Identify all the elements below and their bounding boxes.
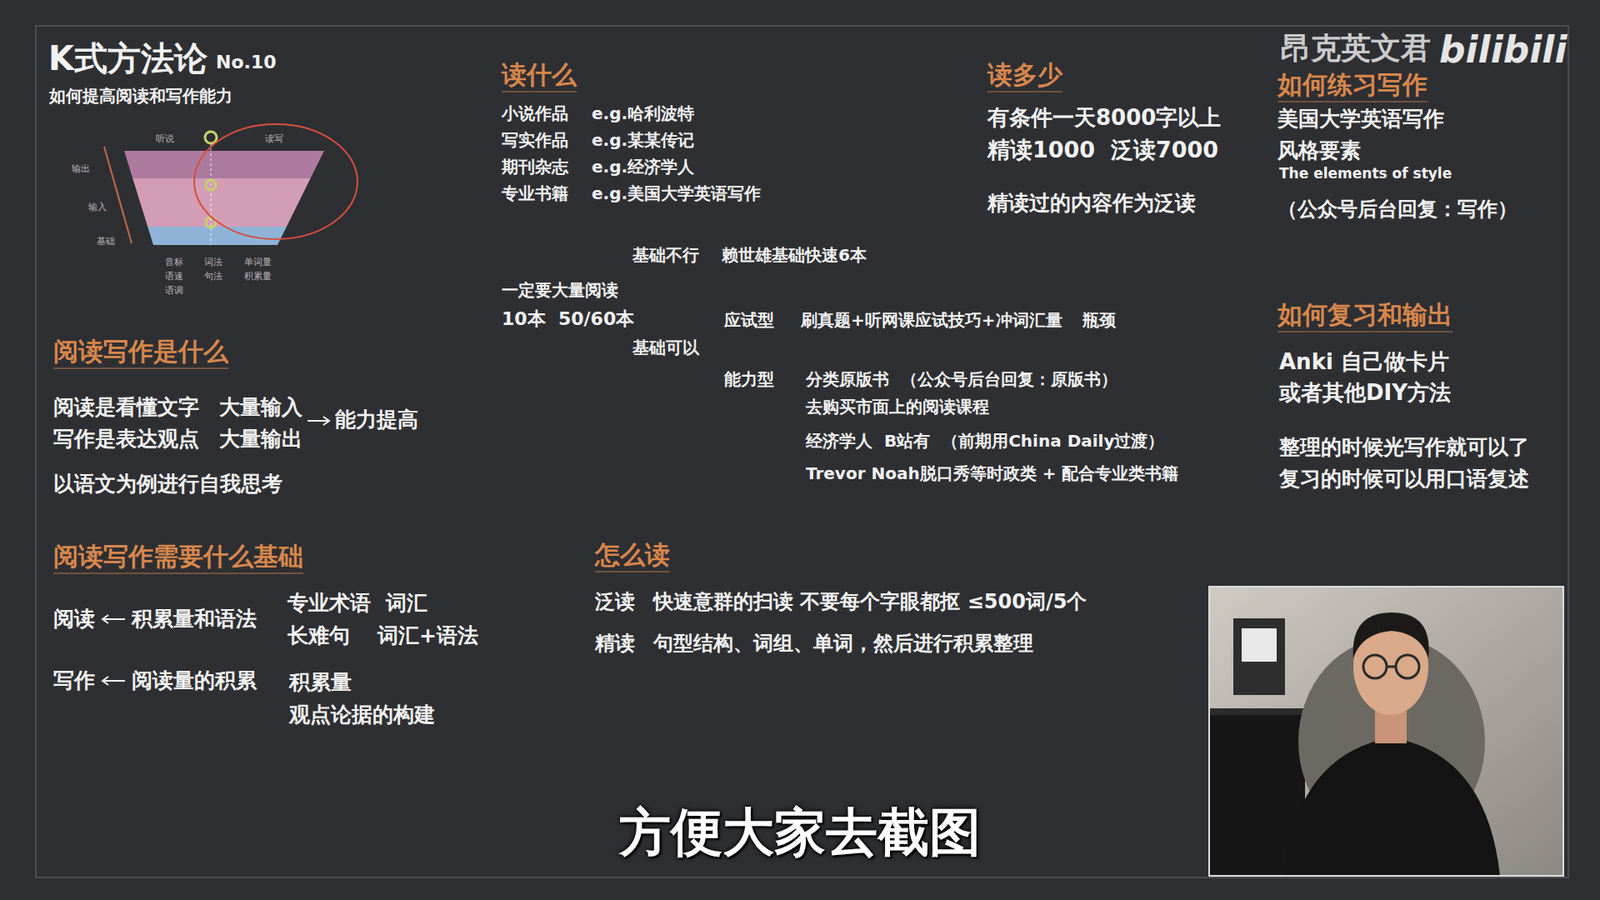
note-text: 应试型 — [724, 310, 775, 330]
section-heading: 怎么读 — [595, 540, 670, 573]
note-text: 基础不行 — [632, 245, 700, 265]
note-text: 写作 — [53, 668, 95, 694]
funnel-label: 基础 — [96, 235, 115, 247]
note-text: 长难句 — [287, 623, 350, 649]
note-text: 刷真题+听网课应试技巧+冲词汇量 — [800, 310, 1063, 330]
note-text: 美国大学英语写作 — [1277, 106, 1445, 132]
funnel-label: 单词量 — [244, 256, 272, 268]
video-caption: 方便大家去截图 — [619, 801, 981, 864]
funnel-label: 积累量 — [244, 270, 272, 282]
note-text: e.g.哈利波特 — [591, 103, 695, 124]
note-text: 大量输出 — [219, 426, 303, 452]
funnel-label: 读写 — [265, 133, 284, 145]
note-text: 复习的时候可以用口语复述 — [1279, 466, 1530, 492]
note-text: （公众号后台回复：写作） — [1277, 197, 1518, 222]
funnel-label: 语调 — [165, 285, 184, 296]
note-text: e.g.经济学人 — [591, 156, 695, 177]
note-text: 阅读 — [53, 606, 95, 632]
note-text: 精读1000 泛读7000 — [987, 136, 1219, 164]
note-text: 精读 — [595, 631, 635, 656]
note-text: 能力型 — [724, 369, 775, 390]
note-text: 积累量 — [289, 670, 352, 695]
watermark: 昂克英文君 — [1280, 30, 1431, 66]
note-text: 积累量和语法 — [131, 606, 257, 632]
section-heading: 如何复习和输出 — [1277, 300, 1453, 333]
section-heading: 读多少 — [987, 60, 1063, 93]
note-text: 写实作品 — [501, 130, 569, 150]
note-text: 以语文为例进行自我思考 — [53, 471, 283, 497]
funnel-label: 句法 — [204, 270, 223, 282]
note-text: 精读过的内容作为泛读 — [987, 190, 1196, 216]
note-text: e.g.美国大学英语写作 — [591, 183, 761, 204]
slide-frame — [35, 25, 1569, 878]
note-text: 阅读是看懂文字 — [53, 395, 200, 420]
section-heading: 读什么 — [501, 60, 577, 93]
note-text: 10本 50/60本 — [501, 308, 635, 330]
note-text: 写作是表达观点 — [53, 426, 200, 452]
note-text: 基础可以 — [632, 337, 700, 358]
section-heading: 阅读写作是什么 — [53, 336, 229, 370]
funnel-label: 输出 — [71, 163, 90, 175]
note-text: （公众号后台回复：原版书） — [900, 369, 1118, 390]
note-text: 观点论据的构建 — [289, 702, 435, 728]
slide-title: K式方法论 — [48, 38, 208, 79]
note-text: 赖世雄基础快速6本 — [721, 245, 867, 265]
note-text: 整理的时候光写作就可以了 — [1279, 435, 1530, 460]
note-text: 词汇+语法 — [377, 623, 479, 649]
funnel-label: 输入 — [88, 201, 107, 213]
note-text: 能力提高 — [335, 407, 419, 433]
note-text: The elements of style — [1279, 165, 1452, 182]
note-text: 快速意群的扫读 不要每个字眼都抠 ≤500词/5个 — [653, 590, 1087, 615]
note-text: No.10 — [215, 51, 277, 74]
note-text: 一定要大量阅读 — [501, 280, 619, 300]
note-text: 词汇 — [385, 590, 428, 616]
note-text: 如何提高阅读和写作能力 — [49, 85, 233, 106]
note-text: 泛读 — [595, 590, 635, 615]
section-heading: 如何练习写作 — [1277, 70, 1428, 103]
note-text: 句型结构、词组、单词，然后进行积累整理 — [653, 631, 1034, 656]
webcam-picture — [1209, 586, 1564, 876]
note-text: 阅读量的积累 — [131, 668, 257, 694]
note-text: e.g.某某传记 — [591, 130, 695, 150]
funnel-label: 语速 — [165, 270, 184, 282]
note-text: 分类原版书 — [805, 369, 890, 390]
note-text: Trevor Noah脱口秀等时政类 + 配合专业类书籍 — [805, 463, 1179, 484]
note-text: 专业术语 — [287, 590, 371, 616]
watermark-logo: bilibili — [1439, 28, 1567, 73]
note-text: 有条件一天8000字以上 — [987, 105, 1221, 131]
note-text: 或者其他DIY方法 — [1279, 380, 1451, 406]
note-text: 风格要素 — [1277, 138, 1361, 164]
note-text: 去购买市面上的阅读课程 — [805, 396, 990, 417]
note-text: 大量输入 — [219, 395, 303, 420]
note-text: Anki 自己做卡片 — [1279, 349, 1450, 375]
funnel-label: 词法 — [204, 256, 223, 268]
note-text: （前期用China Daily过渡） — [941, 430, 1165, 451]
section-heading: 阅读写作需要什么基础 — [53, 541, 304, 575]
note-text: 经济学人 B站有 — [805, 430, 930, 451]
note-text: 期刊杂志 — [501, 156, 569, 177]
funnel-label: 听说 — [155, 133, 175, 145]
note-text: 瓶颈 — [1082, 310, 1116, 330]
note-text: 小说作品 — [501, 103, 569, 124]
funnel-label: 音标 — [165, 256, 184, 268]
funnel-figure — [104, 124, 358, 245]
note-text: 专业书籍 — [501, 183, 569, 204]
